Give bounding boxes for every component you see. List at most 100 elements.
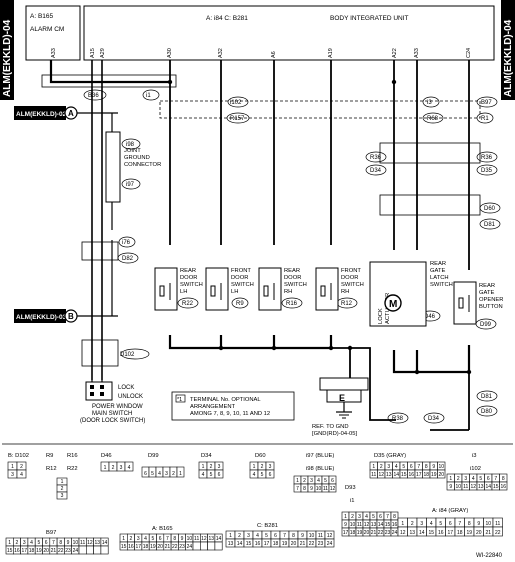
- pin-number: 2: [238, 533, 241, 539]
- alm-b-text: ALM(EKKLD)-03: [16, 314, 67, 321]
- pin-number: 20: [291, 541, 297, 547]
- pin-cell: [78, 545, 87, 555]
- pin-number: 6: [410, 464, 413, 470]
- pin-number: 3: [137, 536, 140, 542]
- pin-number: 5: [151, 536, 154, 542]
- body-unit-name: BODY INTEGRATED UNIT: [330, 15, 409, 22]
- pin-number: 8: [292, 533, 295, 539]
- pin-number: 17: [343, 530, 349, 536]
- pin-number: 21: [371, 530, 377, 536]
- conn-d81b: D81: [481, 394, 493, 400]
- pin-number: 6: [159, 536, 162, 542]
- pin-number: 4: [30, 540, 33, 546]
- side-tab-right-text: ALM(EKKLD)-04: [503, 19, 514, 97]
- pin-cell: [56, 491, 68, 500]
- side-tab-right: ALM(EKKLD)-04: [501, 0, 515, 100]
- pin-number: 7: [296, 486, 299, 492]
- pin-number: 5: [261, 472, 264, 478]
- pin-number: 9: [344, 522, 347, 528]
- body-pins: A30 A32 A6 A19 A22 A33 C24: [167, 48, 472, 58]
- pin-number: 24: [327, 541, 333, 547]
- pin-number: 20: [364, 530, 370, 536]
- pin-label: A15: [90, 48, 96, 58]
- face-heading: B97: [46, 530, 56, 536]
- pin-number: 15: [428, 530, 434, 536]
- conn-d34: D34: [370, 168, 382, 174]
- pin-number: 13: [386, 472, 392, 478]
- pin-number: 5: [37, 540, 40, 546]
- junctions: [167, 79, 472, 375]
- pin-number: 21: [165, 544, 171, 550]
- conn-r12: R12: [341, 301, 353, 307]
- alarm-cm: A: B165 ALARM CM: [25, 5, 81, 61]
- pin-number: 10: [350, 522, 356, 528]
- face-r22: 123: [56, 477, 68, 500]
- pin-number: 9: [310, 486, 313, 492]
- pin-number: 8: [59, 540, 62, 546]
- pin-number: 11: [371, 472, 376, 478]
- pin-number: 12: [400, 530, 406, 536]
- pin-number: 4: [365, 514, 368, 520]
- pin-number: 19: [357, 530, 363, 536]
- connector-bands: [41, 74, 481, 367]
- ground-e: E REF. TO GND[GND(RD)-04-05]: [312, 377, 369, 437]
- pin-cell: [207, 541, 216, 551]
- pin-cell: [437, 469, 446, 479]
- pin-number: 3: [61, 493, 64, 499]
- pin-cell: [214, 469, 224, 479]
- conn-b36: B36: [88, 93, 99, 99]
- pin-number: 22: [172, 544, 178, 550]
- pin-number: 8: [502, 476, 505, 482]
- conn-i3: i3: [427, 100, 432, 106]
- conn-d80: D80: [481, 409, 493, 415]
- alarm-cm-ref: A: B165: [30, 13, 54, 20]
- pin-number: 6: [487, 476, 490, 482]
- alm-link-b: ALM(EKKLD)-03 B: [14, 309, 78, 323]
- figure-id: WI-22840: [476, 553, 503, 559]
- pin-number: 18: [143, 544, 149, 550]
- pin-number: 11: [194, 536, 199, 542]
- pin-number: 7: [494, 476, 497, 482]
- pin-number: 14: [419, 530, 425, 536]
- pin-cell: [328, 483, 337, 493]
- pin-number: 10: [438, 464, 444, 470]
- pin-number: 1: [401, 521, 404, 527]
- conn-b97: B97: [481, 100, 492, 106]
- pin-cell: [93, 545, 102, 555]
- pin-number: 12: [201, 536, 207, 542]
- pin-number: 3: [358, 514, 361, 520]
- pin-number: 19: [466, 530, 472, 536]
- face-heading: A: B165: [152, 526, 173, 532]
- pin-number: 18: [423, 472, 429, 478]
- conn-d60: D60: [484, 206, 496, 212]
- conn-i1: i1: [146, 93, 151, 99]
- pin-number: 13: [208, 536, 214, 542]
- pin-number: 16: [255, 541, 261, 547]
- face-heading: D60: [255, 453, 266, 459]
- body-unit-refs: A: i84 C: B281: [206, 15, 248, 22]
- pin-number: 21: [51, 548, 57, 554]
- pin-number: 3: [387, 464, 390, 470]
- pin-number: 16: [392, 522, 398, 528]
- pin-number: 16: [500, 484, 506, 490]
- side-tab-left: ALM(EKKLD)-04: [0, 0, 14, 100]
- conn-r38: R38: [392, 416, 404, 422]
- pin-number: 1: [296, 478, 299, 484]
- pin-number: 3: [420, 521, 423, 527]
- pin-number: 17: [21, 548, 27, 554]
- pin-number: 2: [380, 464, 383, 470]
- pin-number: 5: [324, 478, 327, 484]
- pin-number: 6: [379, 514, 382, 520]
- pin-number: 4: [202, 472, 205, 478]
- pin-cell: [16, 469, 27, 479]
- alm-a-text: ALM(EKKLD)-02: [16, 111, 67, 118]
- pin-number: 6: [218, 472, 221, 478]
- pin-number: 5: [151, 471, 154, 477]
